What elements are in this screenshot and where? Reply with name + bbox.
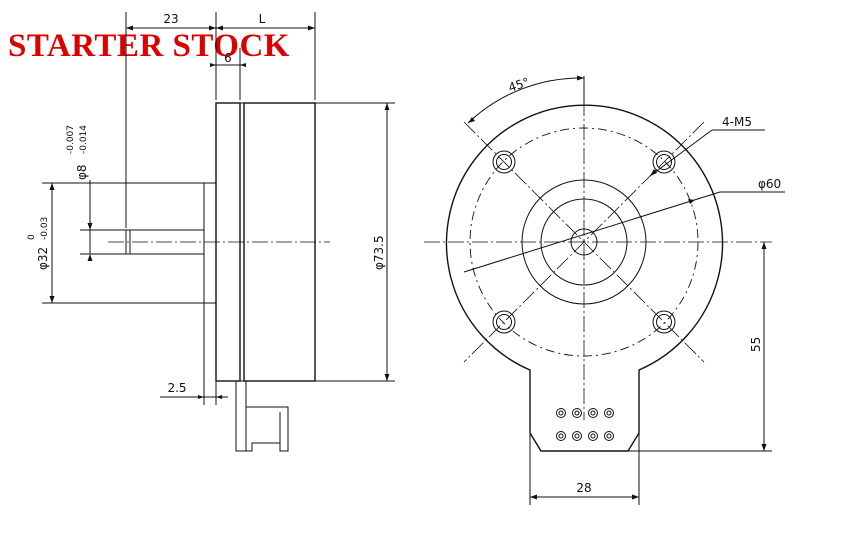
connector-pin bbox=[604, 408, 614, 418]
dim-arrows-plate bbox=[198, 395, 222, 399]
brand-watermark: STARTER STOCK bbox=[8, 28, 290, 64]
connector-pin bbox=[572, 408, 582, 418]
dim-body-dia: φ73.5 bbox=[372, 235, 386, 270]
dim-shaft-dia: φ8 bbox=[75, 164, 89, 180]
dim-shaft-length: 23 bbox=[163, 12, 178, 26]
dim-flange-thickness: 6 bbox=[224, 51, 232, 65]
connector-pin-core bbox=[590, 433, 596, 439]
connector-pin bbox=[556, 431, 566, 441]
dim-arc-angle bbox=[467, 77, 585, 124]
connector-pin bbox=[588, 431, 598, 441]
front-outer-profile bbox=[445, 104, 724, 452]
dim-body-length: L bbox=[259, 12, 266, 26]
dim-pilot-tol-upper: 0 bbox=[27, 234, 37, 240]
dim-holes: 4-M5 bbox=[722, 115, 752, 129]
mount-hole-tl bbox=[492, 150, 516, 174]
connector-pin-core bbox=[606, 410, 612, 416]
connector-pin-core bbox=[558, 433, 564, 439]
connector-pins bbox=[556, 408, 614, 441]
connector-pin-core bbox=[606, 433, 612, 439]
dim-tab-height: 55 bbox=[749, 337, 763, 352]
dim-shaft-tol-upper: -0.007 bbox=[66, 125, 76, 154]
connector-plate bbox=[235, 380, 247, 452]
dim-pilot-tol-lower: -0.03 bbox=[40, 217, 50, 240]
dim-hole-angle: 45° bbox=[507, 75, 532, 95]
connector-pin bbox=[588, 408, 598, 418]
connector-pin-core bbox=[574, 433, 580, 439]
mount-hole-tr bbox=[652, 150, 676, 174]
leader-bolt-circle bbox=[463, 191, 721, 273]
connector-pin-core bbox=[558, 410, 564, 416]
connector-pin bbox=[604, 431, 614, 441]
mount-hole-bl bbox=[492, 310, 516, 334]
leader-holes bbox=[649, 129, 713, 177]
dim-tab-width: 28 bbox=[576, 481, 591, 495]
connector-pin bbox=[556, 408, 566, 418]
dim-pilot-dia: φ32 bbox=[36, 247, 50, 270]
connector-pin-core bbox=[574, 410, 580, 416]
mount-hole-br bbox=[652, 310, 676, 334]
connector-pin bbox=[572, 431, 582, 441]
front-view: 45° 4-M5 φ60 55 28 bbox=[424, 75, 785, 505]
connector-housing bbox=[246, 406, 289, 452]
dim-shaft-tol-lower: -0.014 bbox=[79, 125, 89, 154]
front-diagonal-b bbox=[463, 121, 705, 363]
side-view: 23 L 6 φ8 -0.007 -0.014 φ32 bbox=[27, 12, 395, 452]
front-plate-outline bbox=[203, 182, 217, 304]
leader-bolt-circle-arrow bbox=[688, 199, 695, 204]
leader-holes-arrow bbox=[650, 169, 657, 176]
connector-pin-core bbox=[590, 410, 596, 416]
dim-plate-thickness: 2.5 bbox=[167, 381, 186, 395]
dim-bolt-circle: φ60 bbox=[758, 177, 781, 191]
